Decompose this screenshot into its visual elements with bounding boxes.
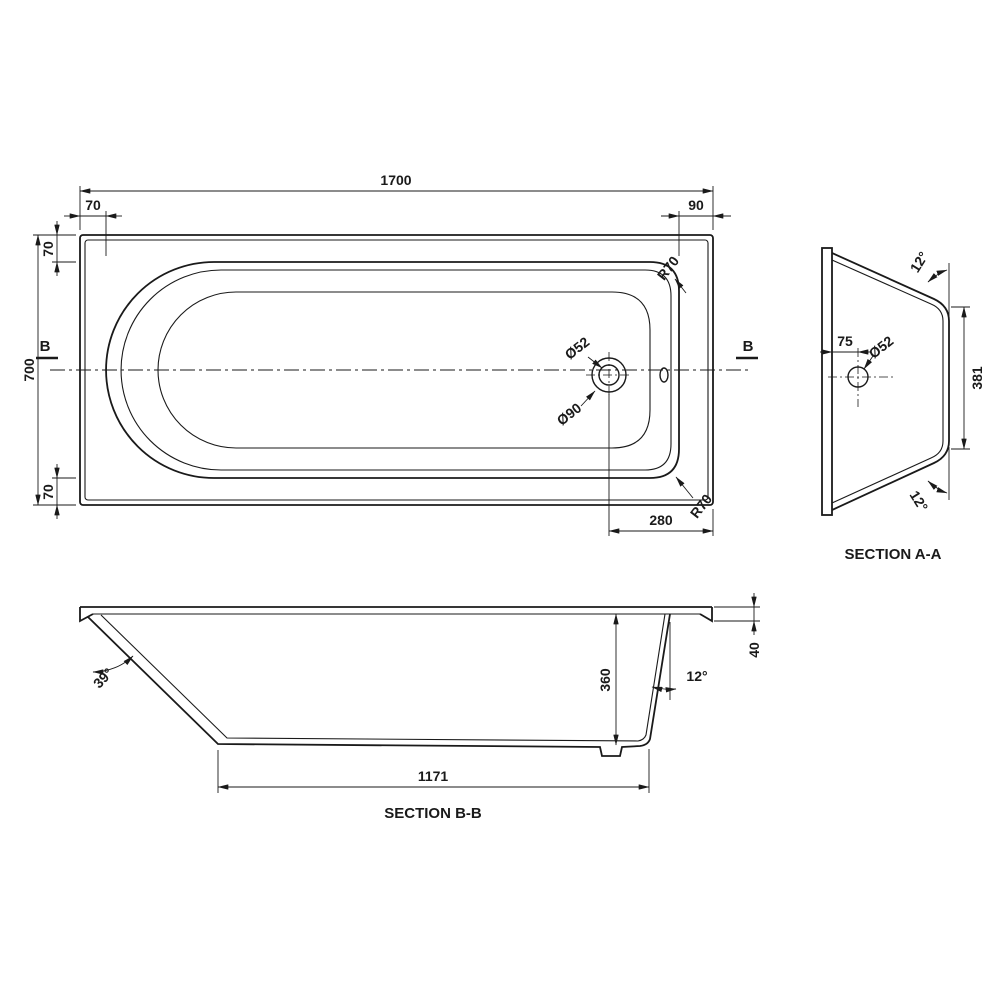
aa-drain-callout: Ø52: [863, 332, 897, 370]
dim-overall-width: 700: [21, 234, 76, 506]
basin-bottom-edge: [157, 291, 651, 449]
drain-label-d90: Ø90: [554, 399, 585, 428]
drain-diameter-callouts: Ø52 Ø90: [554, 333, 603, 428]
radius-callout-bottom: R70: [675, 476, 715, 521]
dim-rim-bottom: 70: [40, 464, 76, 519]
dim-label-700: 700: [21, 358, 37, 382]
aa-drain-label-d52: Ø52: [866, 332, 897, 361]
dim-drain-offset: 280: [608, 394, 714, 536]
bb-dim-base-length: 1171: [217, 749, 650, 793]
bb-dim-label-40: 40: [746, 642, 762, 658]
overflow-hole: [659, 367, 669, 383]
bb-right-lip: [699, 607, 713, 623]
basin-mid-edge: [120, 269, 672, 471]
bb-dim-label-360: 360: [597, 668, 613, 692]
dim-label-280: 280: [649, 512, 673, 528]
dim-label-70-top: 70: [40, 241, 56, 257]
section-bb-caption: SECTION B-B: [384, 805, 482, 822]
bb-dim-rim-edge: 40: [714, 593, 762, 658]
section-aa-caption: SECTION A-A: [845, 546, 942, 563]
drain-crosshair: [586, 352, 632, 398]
section-b-markers: B B: [36, 338, 758, 360]
dim-rim-top: 70: [40, 221, 76, 276]
dim-label-90: 90: [688, 197, 704, 213]
aa-dim-inner-width: 381: [951, 306, 985, 450]
bb-dim-label-1171: 1171: [418, 768, 449, 784]
dim-right-inset: 90: [661, 197, 731, 256]
bb-inner-profile: [100, 613, 666, 742]
bb-left-lip: [79, 607, 94, 623]
aa-angle-label-top: 12°: [907, 249, 932, 275]
aa-dim-drain-offset: 75: [820, 333, 870, 355]
drain-symbol: [586, 352, 632, 398]
bb-angle-foot: 12°: [651, 622, 708, 700]
bb-angle-label-12: 12°: [686, 668, 707, 684]
bb-angle-head: 39°: [90, 655, 134, 691]
aa-drain-crosshair: [828, 348, 893, 407]
section-aa-view: 75 Ø52 12° 12° 381 SECTION A-A: [820, 247, 985, 563]
aa-angle-label-bottom: 12°: [907, 488, 932, 514]
bb-dim-depth: 360: [597, 613, 619, 746]
aa-dim-label-381: 381: [969, 366, 985, 390]
dim-label-70-bottom: 70: [40, 484, 56, 500]
section-marker-b-left: B: [40, 338, 51, 355]
section-marker-b-right: B: [743, 338, 754, 355]
basin-top-edge: [105, 261, 680, 479]
dim-label-70-left: 70: [85, 197, 101, 213]
dim-left-inset: 70: [64, 197, 122, 256]
bb-outer-profile: [87, 613, 671, 757]
aa-inner-profile: [831, 259, 944, 504]
aa-outer-profile: [831, 252, 950, 511]
plan-view: 1700 70 90 700 70: [21, 172, 758, 536]
aa-rim-flange: [821, 247, 833, 516]
dim-overall-length: 1700: [79, 172, 714, 230]
drain-label-d52: Ø52: [562, 333, 593, 362]
dim-label-1700: 1700: [380, 172, 411, 188]
aa-dim-label-75: 75: [837, 333, 853, 349]
section-bb-view: 39° 12° 360 40 1171 SECTION B-B: [79, 593, 762, 822]
